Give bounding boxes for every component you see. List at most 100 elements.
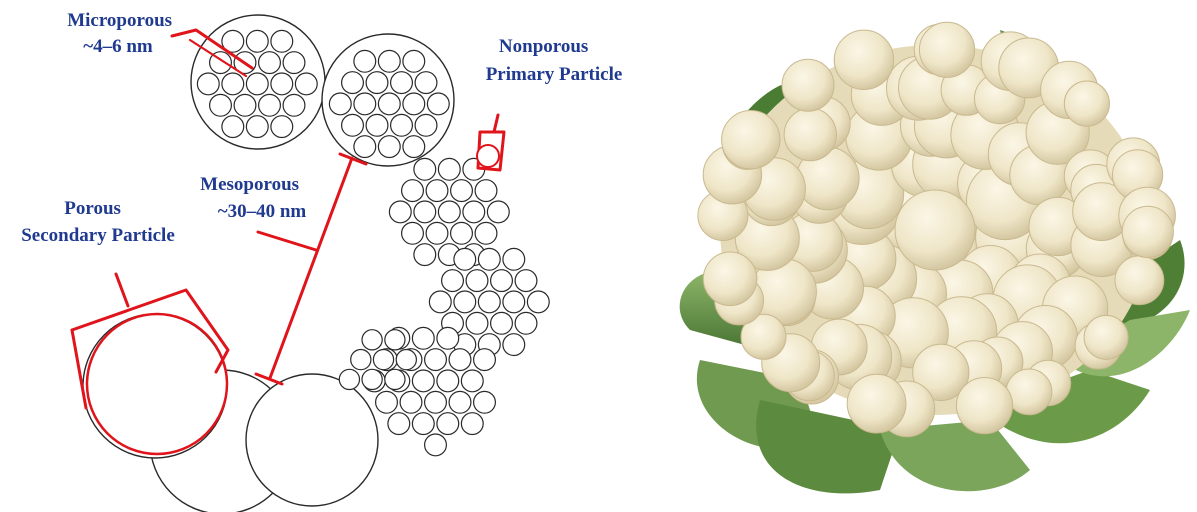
primary-particle (478, 248, 500, 270)
primary-particle (426, 222, 448, 244)
mesoporous-label: Mesoporous ~30–40 nm (200, 174, 306, 222)
primary-particle (414, 158, 436, 180)
primary-particle (425, 391, 447, 413)
porous-secondary-label-line1: Porous (64, 198, 121, 219)
primary-particle (388, 413, 410, 435)
primary-particle (412, 370, 434, 392)
particle-schematic: Microporous ~4–6 nm Nonporous Primary Pa… (21, 10, 622, 512)
primary-particle (378, 93, 400, 115)
primary-particle (246, 73, 268, 95)
primary-particle (378, 136, 400, 158)
primary-particle (271, 30, 293, 52)
primary-particle (474, 391, 496, 413)
primary-particle (426, 180, 448, 202)
primary-particle (391, 114, 413, 136)
porous-secondary-label: Porous Secondary Particle (21, 198, 175, 246)
primary-particle (527, 291, 549, 313)
primary-particle (491, 270, 513, 292)
secondary-particle-large (246, 374, 378, 506)
mesoporous-pointer (258, 232, 316, 250)
nonporous-label-line2: Primary Particle (486, 64, 623, 85)
cauliflower-photo (680, 22, 1190, 493)
primary-particle (259, 94, 281, 116)
nonporous-label: Nonporous Primary Particle (486, 36, 623, 85)
primary-particle (415, 114, 437, 136)
primary-particle (429, 291, 451, 313)
primary-particle (425, 434, 447, 456)
microporous-label-line1: Microporous (67, 10, 172, 31)
primary-particle (351, 350, 371, 370)
primary-particle (449, 391, 471, 413)
primary-particle (437, 370, 459, 392)
primary-particle (396, 350, 416, 370)
primary-particle (385, 369, 405, 389)
cauliflower-floret (834, 30, 893, 89)
primary-particle (389, 201, 411, 223)
primary-particle (259, 52, 281, 74)
primary-particle (295, 73, 317, 95)
cauliflower-floret (895, 190, 975, 270)
cauliflower-floret (703, 252, 757, 306)
primary-particle (442, 270, 464, 292)
primary-particle (451, 180, 473, 202)
primary-particle (487, 201, 509, 223)
cauliflower-floret (784, 108, 836, 160)
primary-particle (354, 136, 376, 158)
primary-particle (222, 116, 244, 138)
porous-secondary-pointer (116, 274, 128, 306)
primary-particle (271, 73, 293, 95)
primary-particle (412, 327, 434, 349)
primary-particle (210, 94, 232, 116)
primary-particle-highlight (477, 145, 499, 167)
primary-particle (412, 413, 434, 435)
primary-particle (414, 244, 436, 266)
primary-particle (366, 72, 388, 94)
primary-particle (403, 136, 425, 158)
cauliflower-floret (919, 22, 974, 77)
cauliflower-floret (1115, 256, 1164, 305)
primary-particle (378, 50, 400, 72)
primary-particle (197, 73, 219, 95)
primary-particle (466, 312, 488, 334)
primary-particle (234, 94, 256, 116)
cauliflower-floret (782, 59, 834, 111)
cauliflower-floret (1064, 81, 1109, 126)
primary-particle (449, 349, 471, 371)
primary-particle (400, 391, 422, 413)
cauliflower-floret (956, 378, 1012, 434)
mesoporous-label-line2: ~30–40 nm (218, 201, 307, 222)
primary-particle (478, 291, 500, 313)
primary-particle (437, 413, 459, 435)
primary-particle (515, 312, 537, 334)
cauliflower-floret (1084, 315, 1128, 359)
primary-particle (354, 50, 376, 72)
primary-particle (515, 270, 537, 292)
primary-particle (403, 50, 425, 72)
primary-particle (503, 291, 525, 313)
primary-particle (474, 349, 496, 371)
primary-particle (403, 93, 425, 115)
primary-particle (402, 180, 424, 202)
primary-particle (283, 52, 305, 74)
microporous-label-line2: ~4–6 nm (83, 36, 153, 57)
primary-particle (463, 201, 485, 223)
microporous-label: Microporous ~4–6 nm (67, 10, 177, 57)
cauliflower-floret (1122, 206, 1173, 257)
cauliflower-floret (722, 111, 780, 169)
primary-particle (391, 72, 413, 94)
primary-particle (475, 180, 497, 202)
primary-particle (461, 413, 483, 435)
primary-particle (451, 222, 473, 244)
primary-particle (373, 350, 393, 370)
primary-particle (438, 201, 460, 223)
mesoporous-label-line1: Mesoporous (200, 174, 299, 195)
primary-particle (425, 349, 447, 371)
primary-particle (415, 72, 437, 94)
primary-particle (222, 73, 244, 95)
primary-particle (339, 369, 359, 389)
primary-particle (362, 369, 382, 389)
primary-particle (385, 330, 405, 350)
primary-particle (402, 222, 424, 244)
primary-particle (491, 312, 513, 334)
